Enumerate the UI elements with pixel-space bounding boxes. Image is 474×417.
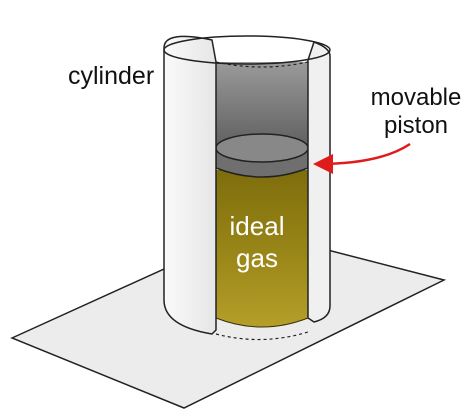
piston-label-line2: piston bbox=[383, 112, 449, 139]
gas-label-line1: ideal bbox=[229, 211, 285, 241]
piston-top bbox=[215, 133, 309, 163]
piston-label: movable piston bbox=[366, 84, 466, 140]
gas-region bbox=[216, 170, 308, 327]
cylinder-right-wall bbox=[307, 41, 331, 323]
gas-label-line2: gas bbox=[236, 243, 278, 273]
gas-label: ideal gas bbox=[222, 210, 292, 274]
piston-label-line1: movable bbox=[370, 84, 462, 111]
gas-bottom-edge bbox=[215, 317, 309, 328]
piston-arrow bbox=[313, 142, 411, 174]
cylinder-top-rim bbox=[163, 35, 331, 65]
cylinder-left-wall bbox=[163, 35, 217, 335]
cylinder-interior bbox=[216, 62, 308, 150]
cylinder-label: cylinder bbox=[68, 62, 155, 90]
